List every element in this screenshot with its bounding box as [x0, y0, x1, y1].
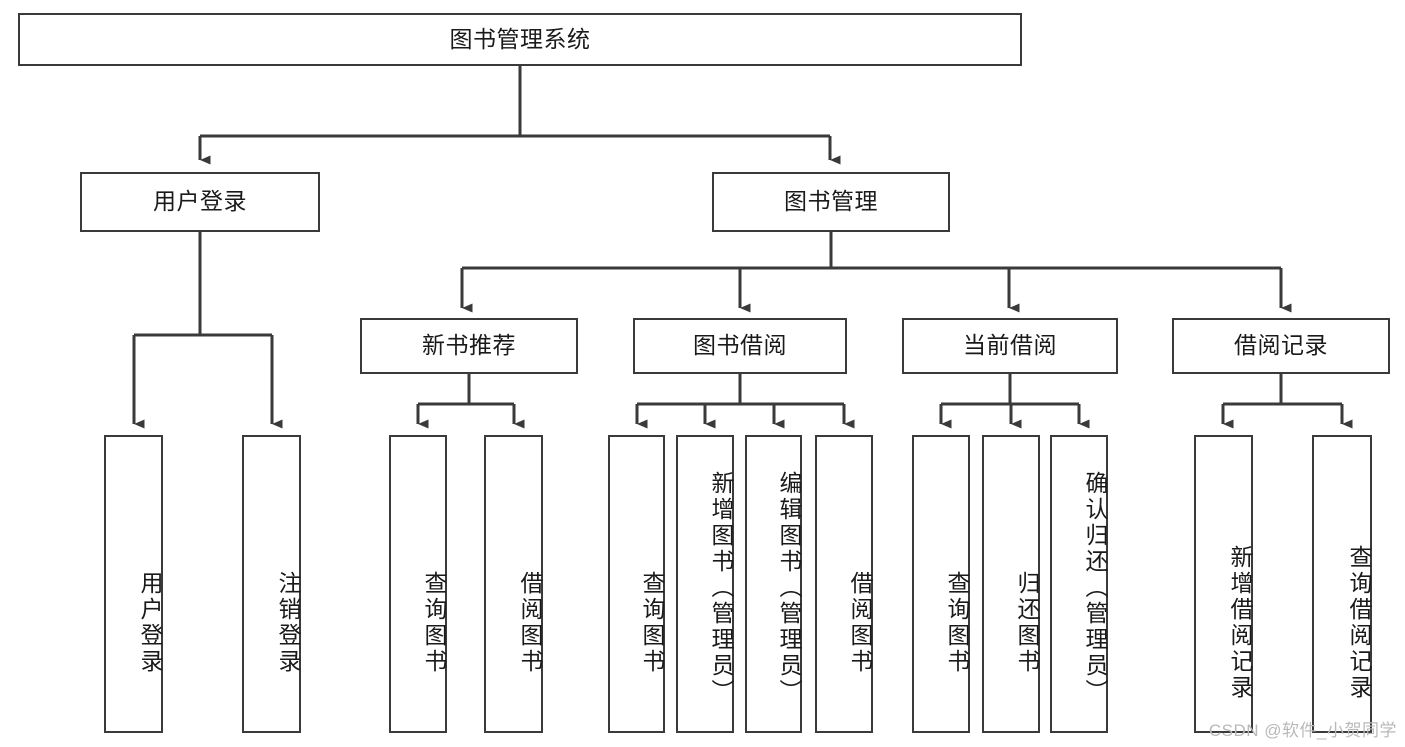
node-borrow-record-label: 借阅记录 [1234, 332, 1328, 359]
node-leaf-logout-login[interactable]: 注销登录 [242, 435, 301, 733]
node-book-borrow-label: 图书借阅 [693, 332, 787, 359]
node-leaf-add-borrow-record[interactable]: 新增借阅记录 [1194, 435, 1253, 733]
node-leaf-user-login-label: 用户登录 [137, 571, 163, 675]
node-leaf-logout-login-label: 注销登录 [275, 571, 301, 675]
node-leaf-add-book-admin[interactable]: 新增图书（管理员） [676, 435, 734, 733]
node-leaf-query-borrow-record[interactable]: 查询借阅记录 [1312, 435, 1372, 733]
node-leaf-return-book-label: 归还图书 [1014, 571, 1040, 675]
node-leaf-query-book-borrow[interactable]: 查询图书 [608, 435, 665, 733]
node-leaf-confirm-return-admin-label: 确认归还（管理员） [1082, 471, 1108, 705]
node-current-borrow-label: 当前借阅 [963, 332, 1057, 359]
node-leaf-borrow-book[interactable]: 借阅图书 [815, 435, 873, 733]
node-book-manage[interactable]: 图书管理 [712, 172, 950, 232]
node-leaf-query-book-recommend[interactable]: 查询图书 [389, 435, 447, 733]
node-new-book-recommend[interactable]: 新书推荐 [360, 318, 578, 374]
node-book-manage-label: 图书管理 [784, 188, 878, 215]
node-leaf-edit-book-admin[interactable]: 编辑图书（管理员） [745, 435, 802, 733]
node-new-book-recommend-label: 新书推荐 [422, 332, 516, 359]
node-leaf-query-book-current-label: 查询图书 [944, 571, 970, 675]
node-leaf-edit-book-admin-label: 编辑图书（管理员） [776, 471, 802, 705]
node-user-login[interactable]: 用户登录 [80, 172, 320, 232]
node-root-system[interactable]: 图书管理系统 [18, 13, 1022, 66]
node-leaf-borrow-book-label: 借阅图书 [847, 571, 873, 675]
node-user-login-label: 用户登录 [153, 188, 247, 215]
node-book-borrow[interactable]: 图书借阅 [633, 318, 847, 374]
node-leaf-query-book-recommend-label: 查询图书 [421, 571, 447, 675]
node-leaf-user-login[interactable]: 用户登录 [104, 435, 163, 733]
node-leaf-query-book-borrow-label: 查询图书 [639, 571, 665, 675]
node-leaf-add-book-admin-label: 新增图书（管理员） [708, 471, 734, 705]
node-leaf-query-borrow-record-label: 查询借阅记录 [1346, 545, 1372, 701]
node-current-borrow[interactable]: 当前借阅 [902, 318, 1118, 374]
node-root-label: 图书管理系统 [449, 25, 591, 52]
node-leaf-return-book[interactable]: 归还图书 [982, 435, 1040, 733]
node-leaf-borrow-book-recommend-label: 借阅图书 [517, 571, 543, 675]
watermark-text: CSDN @软件_小贺同学 [1208, 721, 1397, 740]
node-borrow-record[interactable]: 借阅记录 [1172, 318, 1390, 374]
node-leaf-query-book-current[interactable]: 查询图书 [912, 435, 970, 733]
node-leaf-add-borrow-record-label: 新增借阅记录 [1227, 545, 1253, 701]
node-leaf-confirm-return-admin[interactable]: 确认归还（管理员） [1050, 435, 1108, 733]
node-leaf-borrow-book-recommend[interactable]: 借阅图书 [484, 435, 543, 733]
